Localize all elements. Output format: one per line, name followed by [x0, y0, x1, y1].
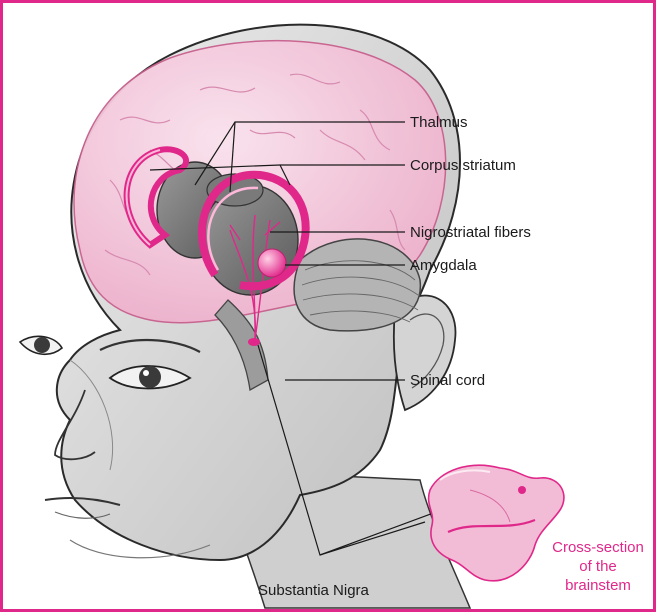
label-substantia-nigra: Substantia Nigra: [258, 582, 370, 599]
label-thalmus: Thalmus: [410, 114, 468, 131]
label-spinal-cord: Spinal cord: [410, 372, 485, 389]
label-corpus-striatum: Corpus striatum: [410, 157, 516, 174]
label-amygdala: Amygdala: [410, 257, 477, 274]
label-cross-section-line3: brainstem: [565, 577, 631, 594]
label-cross-section-line1: Cross-section: [552, 539, 644, 556]
label-nigrostriatal-fibers: Nigrostriatal fibers: [410, 224, 531, 241]
label-cross-section-line2: of the: [579, 558, 617, 575]
